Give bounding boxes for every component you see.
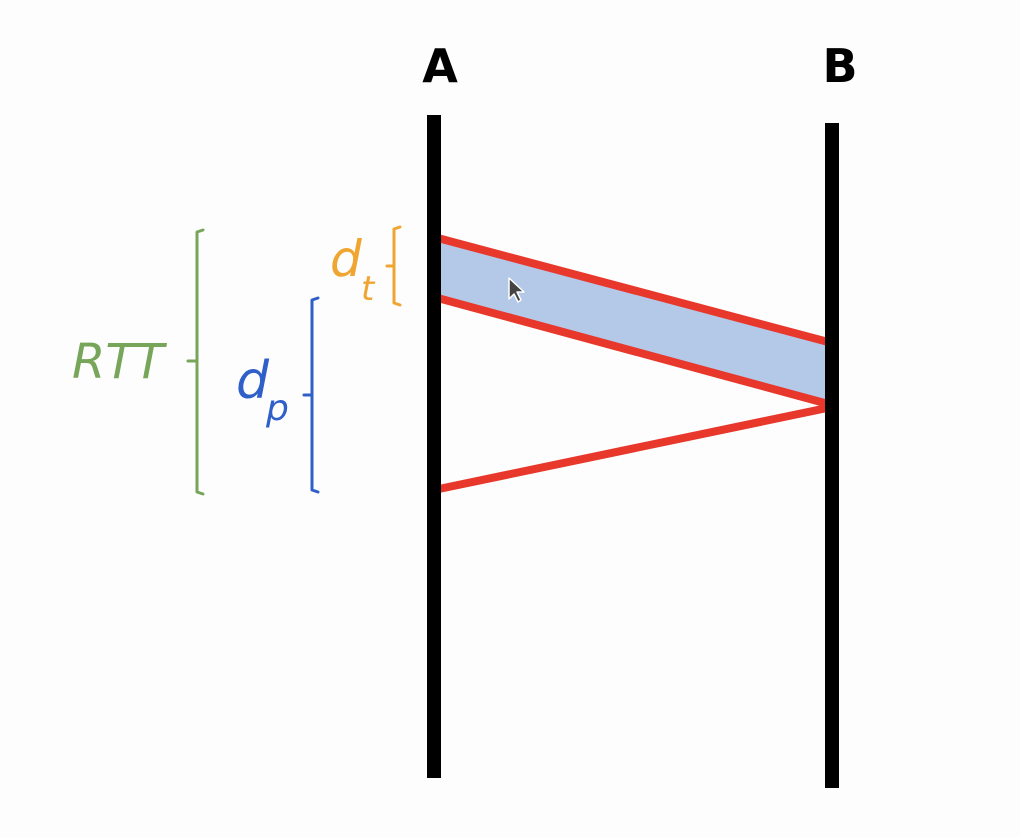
packet-band	[434, 237, 832, 405]
dt-label-subscript: t	[361, 269, 376, 309]
node-b-label: B	[822, 39, 857, 93]
node-a-label: A	[422, 39, 458, 93]
dt-label-main: d	[330, 230, 362, 288]
dt-bracket	[385, 225, 402, 307]
packet-trailing-edge	[430, 293, 836, 409]
dp-label-subscript: p	[265, 388, 289, 429]
mouse-cursor-icon	[508, 277, 525, 303]
packet-leading-edge	[430, 233, 836, 347]
rtt-bracket	[186, 228, 205, 496]
ack-return-line	[430, 403, 836, 494]
dp-label-main: d	[236, 351, 270, 411]
dp-bracket	[302, 296, 320, 494]
rtt-label: RTT	[72, 334, 168, 390]
